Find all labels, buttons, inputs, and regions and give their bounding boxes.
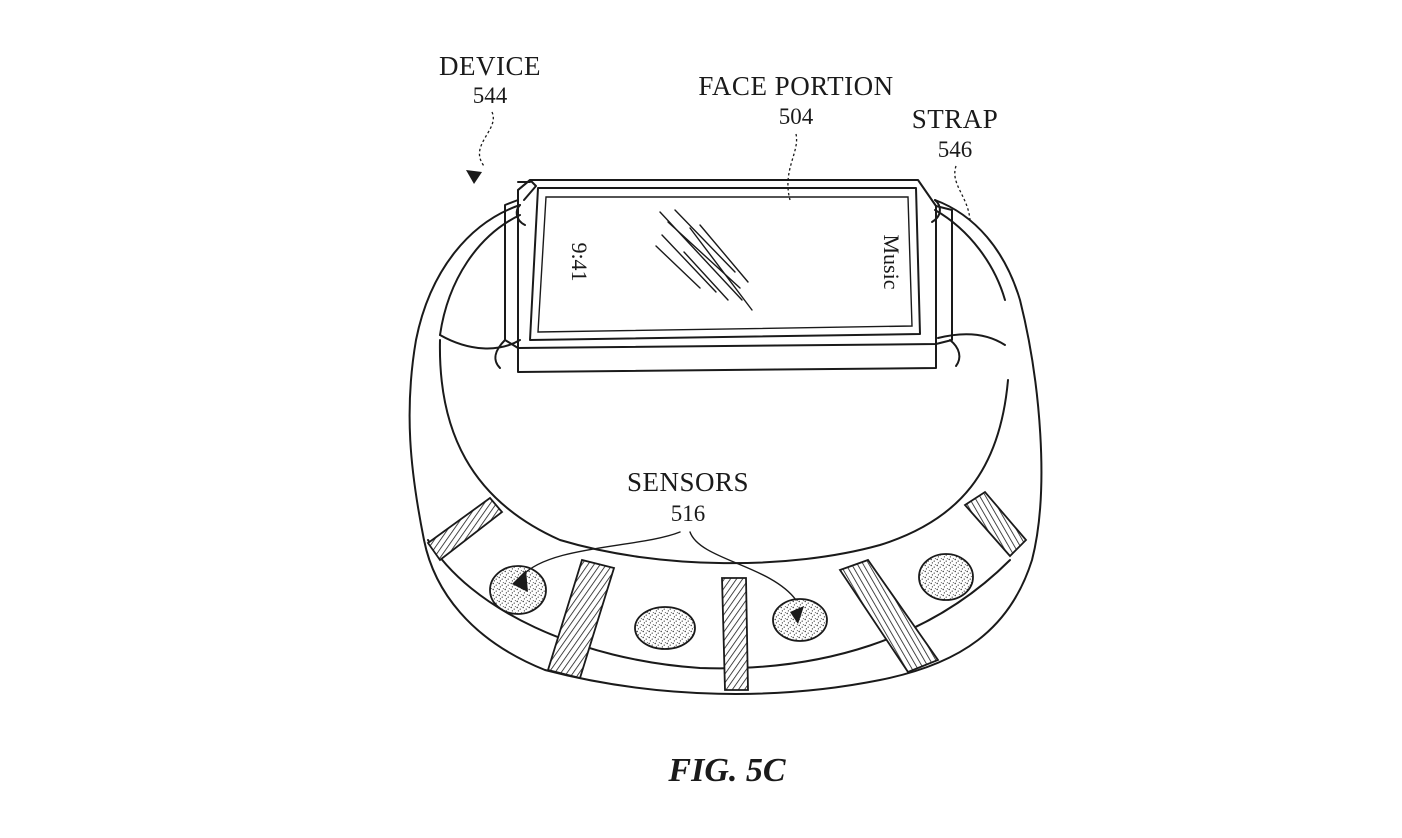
face-portion-label: FACE PORTION	[698, 71, 893, 101]
device-label: DEVICE	[439, 51, 541, 81]
device-arrowhead	[466, 170, 482, 184]
sensors-number: 516	[671, 501, 706, 526]
separator-2	[546, 558, 616, 680]
sensors-leader-right	[689, 531, 797, 601]
face-portion-number: 504	[779, 104, 814, 129]
separator-5	[963, 490, 1028, 558]
screen-time: 9:41	[567, 242, 592, 281]
sensors-arrowhead-left	[512, 570, 528, 592]
sensors	[489, 553, 974, 650]
separator-1	[426, 496, 504, 562]
face-portion-leader	[787, 133, 798, 201]
sensor-4	[918, 553, 974, 601]
sensor-3	[772, 598, 828, 642]
figure-caption: FIG. 5C	[667, 752, 785, 789]
screen-glare	[655, 209, 753, 311]
band-separators	[426, 490, 1028, 691]
sensors-arrowhead-right	[790, 606, 804, 624]
face-portion	[504, 179, 953, 373]
screen-app: Music	[879, 235, 904, 290]
device-number: 544	[473, 83, 508, 108]
strap-leader	[954, 165, 971, 221]
separator-3	[721, 577, 749, 691]
sensor-1	[489, 565, 547, 615]
device-leader	[478, 111, 494, 167]
separator-4	[838, 558, 940, 674]
sensors-label: SENSORS	[627, 467, 749, 497]
strap-number: 546	[938, 137, 973, 162]
strap-band	[408, 199, 1043, 695]
sensor-2	[634, 606, 696, 650]
sensors-leader-left	[521, 531, 681, 577]
strap-label: STRAP	[912, 104, 999, 134]
